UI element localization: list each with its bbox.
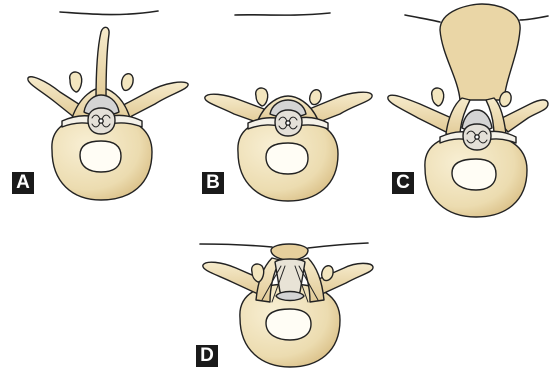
skin-line-c-left bbox=[405, 15, 440, 22]
skin-line-b bbox=[235, 13, 330, 15]
panel-label-b: B bbox=[202, 172, 224, 194]
skin-line-d-right bbox=[308, 243, 368, 248]
vertebra-d bbox=[200, 243, 373, 367]
panel-label-a: A bbox=[12, 172, 34, 194]
facet-left-a bbox=[70, 72, 82, 92]
skin-line-c-right bbox=[520, 16, 548, 20]
skin-line-a bbox=[60, 11, 158, 15]
central-canal-b bbox=[286, 121, 290, 125]
facet-right-a bbox=[122, 74, 134, 91]
disc-a bbox=[80, 141, 121, 172]
open-defect-plaque bbox=[271, 244, 308, 260]
disc-b bbox=[266, 143, 308, 174]
facet-left-c bbox=[432, 88, 444, 106]
facet-left-b bbox=[256, 88, 268, 106]
skin-line-d-left bbox=[200, 244, 272, 247]
facet-right-d bbox=[322, 266, 334, 281]
panel-label-d: D bbox=[196, 345, 218, 367]
meningocele-sac bbox=[440, 4, 520, 100]
vertebra-a bbox=[28, 11, 188, 200]
canal-shade-d bbox=[276, 292, 304, 301]
central-canal-c bbox=[475, 135, 479, 139]
vertebra-b bbox=[205, 13, 372, 201]
facet-right-b bbox=[310, 90, 322, 105]
panel-label-c: C bbox=[392, 172, 414, 194]
central-canal-a bbox=[99, 119, 103, 123]
transverse-process-left-c bbox=[388, 95, 456, 132]
facet-right-c bbox=[500, 92, 512, 107]
neural-tissue-d bbox=[275, 259, 305, 295]
disc-d bbox=[266, 309, 311, 340]
disc-c bbox=[452, 159, 496, 190]
